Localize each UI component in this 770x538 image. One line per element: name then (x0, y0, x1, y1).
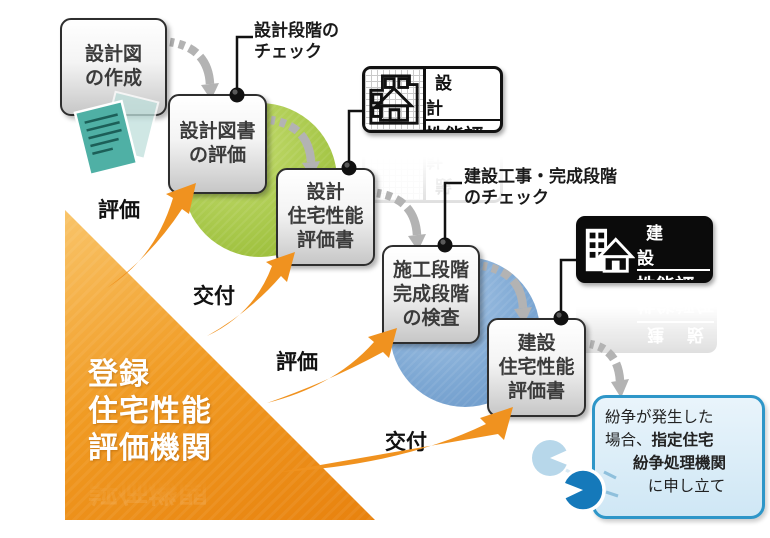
dispute-line: に申し立て (647, 478, 726, 495)
org-name-line: 評価機関 (88, 432, 212, 465)
connector-design-check (235, 35, 253, 95)
flow-label-evaluate-2: 評価 (276, 351, 318, 374)
step-box-line: 設計図書 (179, 121, 256, 142)
building-house-icon (585, 228, 635, 273)
dispute-line: 紛争が発生した (605, 409, 714, 426)
construction-performance-badge: 建 設 性能評価 (576, 216, 713, 283)
floor-plan-house-icon (369, 73, 419, 125)
step-box-line: の検査 (402, 307, 460, 329)
step-box-line: の評価 (188, 145, 246, 166)
gray-step-arrow-1 (169, 37, 215, 85)
step-box-drawing-evaluation: 設計図書 の評価 (168, 94, 267, 194)
construction-badge-reflection: 建 設 性能評価 (576, 286, 717, 353)
step-box-line: 設計 (306, 182, 345, 203)
connector-design-badge (347, 109, 363, 168)
step-box-line: 住宅性能 (287, 206, 364, 227)
connector-construction-badge (559, 258, 576, 318)
construction-stage-check-label: 建設工事・完成段階 のチェック (464, 167, 617, 207)
step-box-line: 建設 (517, 332, 556, 354)
step-box-line: 設計図 (84, 44, 142, 65)
step-box-line: 評価書 (296, 230, 354, 251)
badge-label: 性能評価 (636, 271, 710, 280)
flow-label-evaluate-1: 評価 (98, 199, 140, 222)
dispute-line: 場合、指定住宅 (605, 432, 714, 449)
org-name: 登録 住宅性能 評価機関 (88, 356, 212, 467)
org-name-line: 住宅性能 (88, 395, 212, 428)
flow-label-issue-1: 交付 (193, 285, 235, 308)
step-box-design-report: 設計 住宅性能 評価書 (276, 168, 375, 266)
step-box-construction-report: 建設 住宅性能 評価書 (487, 318, 586, 417)
step-box-design-drawing: 設計図 の作成 (60, 18, 167, 116)
step-box-line: 施工段階 (392, 259, 469, 281)
step-box-line: 住宅性能 (498, 356, 575, 378)
flow-label-issue-2: 交付 (385, 431, 427, 454)
dispute-resolution-box: 紛争が発生した 場合、指定住宅 紛争処理機関 に申し立て (592, 395, 765, 519)
org-name-line: 登録 (88, 358, 150, 391)
badge-label: 性能評価 (425, 121, 500, 130)
badge-category: 設 計 (426, 69, 500, 121)
design-stage-check-label: 設計段階の チェック (254, 21, 339, 61)
step-box-line: 完成段階 (392, 283, 469, 305)
step-box-line: の作成 (84, 68, 142, 89)
step-box-line: 評価書 (507, 380, 565, 402)
dispute-line: 紛争処理機関 (632, 455, 726, 472)
badge-category: 建 設 (637, 219, 710, 271)
org-name-reflection: 評価機関 (88, 473, 208, 506)
design-performance-badge: 設 計 性能評価 (362, 66, 503, 133)
step-box-site-inspection: 施工段階 完成段階 の検査 (382, 245, 480, 344)
